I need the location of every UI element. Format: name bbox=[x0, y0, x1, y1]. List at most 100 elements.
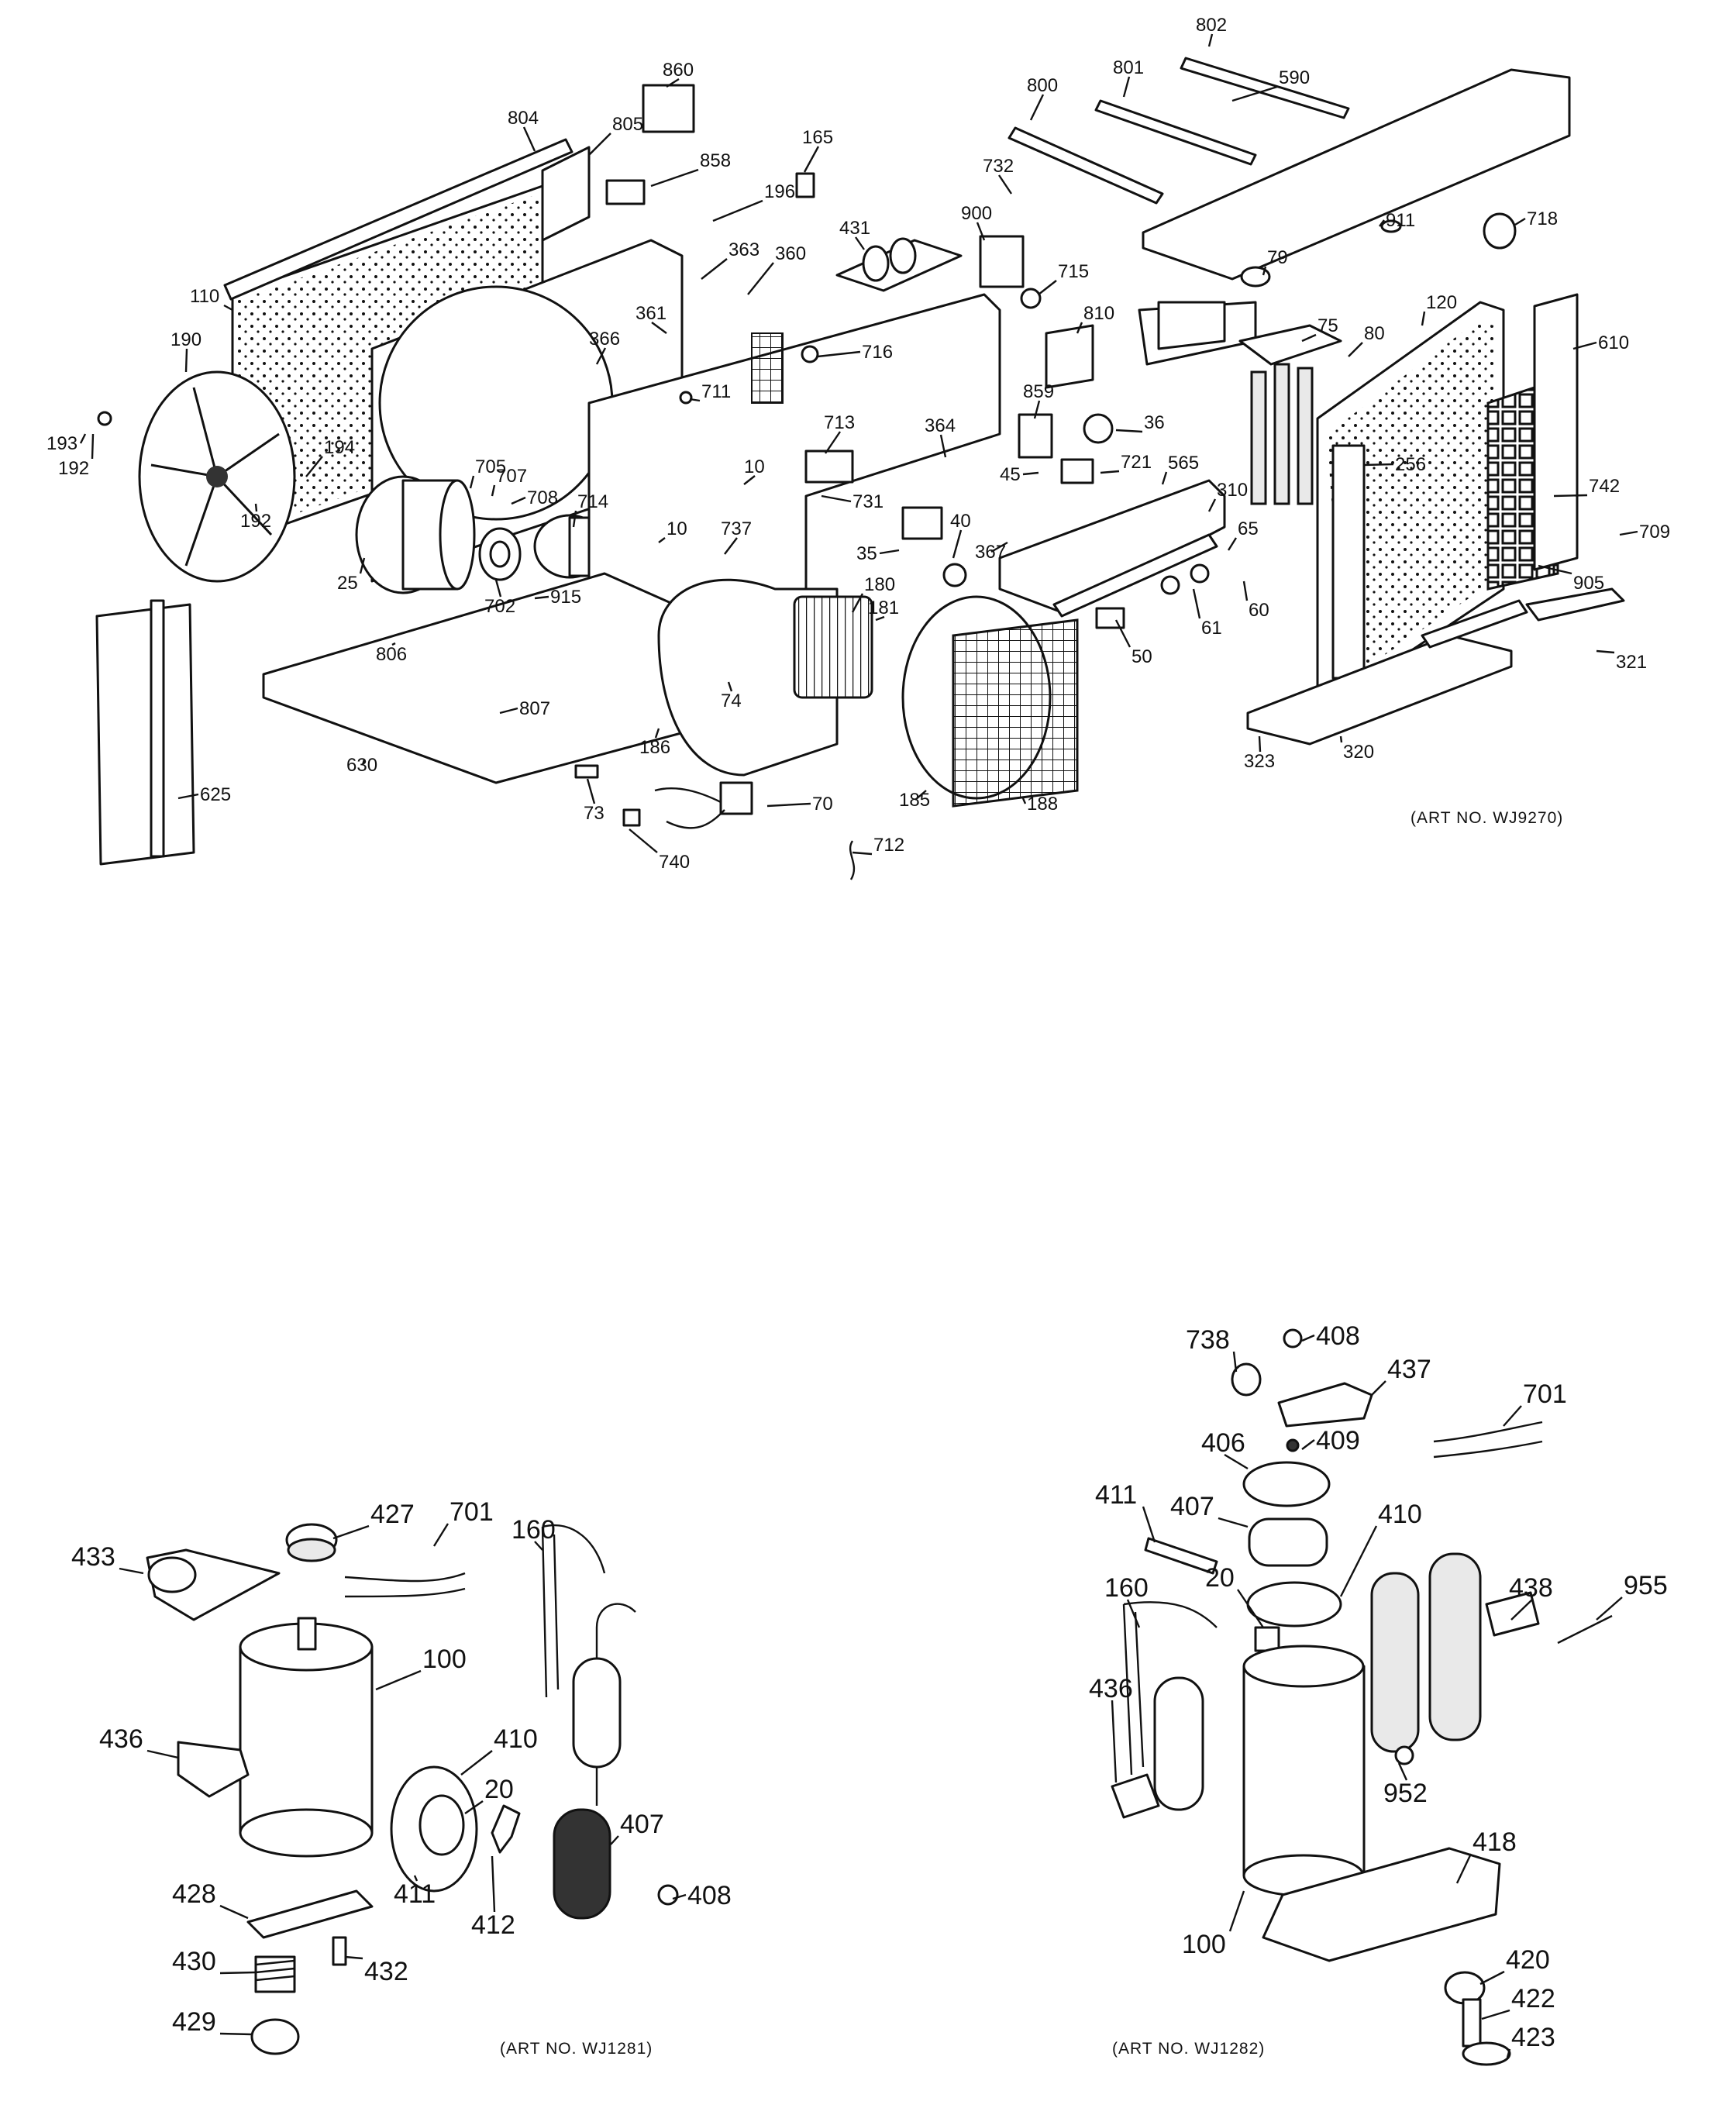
part-716 bbox=[801, 345, 819, 363]
part-label-25: 25 bbox=[337, 573, 358, 594]
part-label-911: 911 bbox=[1386, 210, 1415, 231]
part-label-408: 408 bbox=[687, 1881, 732, 1910]
leader-line-801 bbox=[1122, 76, 1131, 98]
leader-line-806 bbox=[391, 642, 396, 646]
part-label-196: 196 bbox=[764, 181, 795, 202]
leader-line-714 bbox=[572, 510, 577, 528]
leader-line-738 bbox=[1232, 1351, 1238, 1373]
compressor-assembly-wj1282-drawing bbox=[1111, 1328, 1613, 2066]
leader-line-70 bbox=[766, 802, 811, 808]
part-label-321: 321 bbox=[1616, 652, 1647, 673]
leader-line-712 bbox=[852, 851, 873, 856]
leader-line-160 bbox=[1126, 1599, 1141, 1628]
part-label-742: 742 bbox=[1589, 476, 1620, 497]
leader-line-423 bbox=[1506, 2048, 1511, 2058]
part-label-431: 431 bbox=[839, 218, 870, 239]
leader-line-360 bbox=[747, 262, 774, 295]
part-310 bbox=[1052, 533, 1218, 618]
frame-610 bbox=[1533, 293, 1579, 571]
part-label-40: 40 bbox=[950, 511, 971, 532]
leader-line-709 bbox=[1619, 530, 1638, 536]
blower-housing-186 bbox=[657, 578, 839, 777]
part-740 bbox=[622, 808, 641, 827]
leader-line-915 bbox=[534, 595, 549, 600]
part-label-409: 409 bbox=[1316, 1426, 1360, 1455]
part-label-366: 366 bbox=[589, 329, 620, 350]
leader-line-900 bbox=[976, 222, 986, 241]
rail-801 bbox=[1094, 99, 1257, 166]
part-label-50: 50 bbox=[1132, 646, 1152, 667]
leader-line-430 bbox=[219, 1971, 257, 1975]
part-label-625: 625 bbox=[200, 784, 231, 805]
grille-188 bbox=[952, 618, 1079, 808]
part-label-363: 363 bbox=[728, 239, 760, 260]
art-number-wj1281: (ART NO. WJ1281) bbox=[500, 2040, 653, 2058]
leader-line-192 bbox=[91, 433, 95, 460]
part-label-731: 731 bbox=[852, 491, 884, 512]
leader-line-860 bbox=[666, 78, 680, 88]
part-label-436: 436 bbox=[1089, 1674, 1133, 1703]
leader-line-420 bbox=[1479, 1970, 1505, 1986]
leader-line-321 bbox=[1596, 649, 1615, 654]
leader-line-10 bbox=[658, 537, 666, 543]
leader-line-364 bbox=[939, 434, 947, 458]
accumulator-160-b bbox=[1153, 1676, 1204, 1811]
part-label-60: 60 bbox=[1249, 600, 1269, 621]
part-label-437: 437 bbox=[1387, 1355, 1431, 1384]
part-label-181: 181 bbox=[868, 598, 899, 618]
leader-line-367 bbox=[990, 541, 1008, 553]
part-label-70: 70 bbox=[812, 794, 833, 815]
leader-line-707 bbox=[491, 484, 496, 497]
part-label-10: 10 bbox=[666, 518, 687, 539]
part-label-721: 721 bbox=[1121, 452, 1152, 473]
part-label-407: 407 bbox=[620, 1810, 664, 1839]
part-711 bbox=[679, 391, 693, 405]
compressor-100 bbox=[239, 1645, 374, 1834]
part-715 bbox=[1020, 288, 1042, 309]
art-number-wj9270: (ART NO. WJ9270) bbox=[1410, 809, 1563, 827]
leader-line-406 bbox=[1224, 1453, 1249, 1470]
leader-line-256 bbox=[1363, 463, 1394, 467]
leader-line-630 bbox=[361, 759, 366, 766]
part-label-411: 411 bbox=[394, 1879, 436, 1909]
wires-701 bbox=[344, 1572, 466, 1598]
part-70 bbox=[719, 781, 753, 815]
part-79-knob bbox=[1240, 266, 1271, 288]
part-label-73: 73 bbox=[584, 803, 604, 824]
leader-line-407 bbox=[1218, 1517, 1249, 1528]
part-label-915: 915 bbox=[550, 587, 581, 608]
part-label-800: 800 bbox=[1027, 75, 1058, 96]
part-label-160: 160 bbox=[1104, 1573, 1149, 1603]
part-45 bbox=[1060, 458, 1094, 484]
part-label-801: 801 bbox=[1113, 57, 1144, 78]
leader-line-100 bbox=[1228, 1890, 1245, 1932]
part-718 bbox=[1483, 212, 1517, 250]
part-label-160: 160 bbox=[512, 1515, 556, 1545]
leader-line-718 bbox=[1514, 217, 1526, 226]
leader-line-422 bbox=[1481, 2009, 1510, 2020]
leader-line-194 bbox=[305, 456, 323, 477]
heater-element bbox=[1250, 370, 1267, 505]
leader-line-858 bbox=[650, 168, 699, 188]
part-label-709: 709 bbox=[1639, 522, 1670, 542]
screw-955 bbox=[1557, 1614, 1613, 1645]
cover-407-b bbox=[1248, 1517, 1328, 1567]
part-label-361: 361 bbox=[636, 303, 666, 324]
part-713 bbox=[804, 450, 854, 484]
leader-line-742 bbox=[1553, 494, 1588, 498]
leader-line-361 bbox=[651, 322, 667, 334]
leader-line-721 bbox=[1100, 470, 1120, 474]
leader-line-952 bbox=[1397, 1762, 1408, 1781]
leader-line-35 bbox=[879, 549, 900, 555]
leader-line-715 bbox=[1038, 280, 1057, 295]
leader-line-800 bbox=[1029, 94, 1045, 121]
part-61 bbox=[1160, 575, 1180, 595]
leader-line-190 bbox=[184, 348, 188, 373]
part-label-410: 410 bbox=[1378, 1500, 1422, 1529]
cover-407 bbox=[553, 1808, 611, 1920]
leader-line-610 bbox=[1572, 341, 1597, 350]
leader-line-120 bbox=[1421, 311, 1426, 326]
leader-line-590 bbox=[1231, 85, 1278, 102]
part-50 bbox=[1095, 607, 1125, 629]
leader-line-61 bbox=[1192, 588, 1201, 619]
